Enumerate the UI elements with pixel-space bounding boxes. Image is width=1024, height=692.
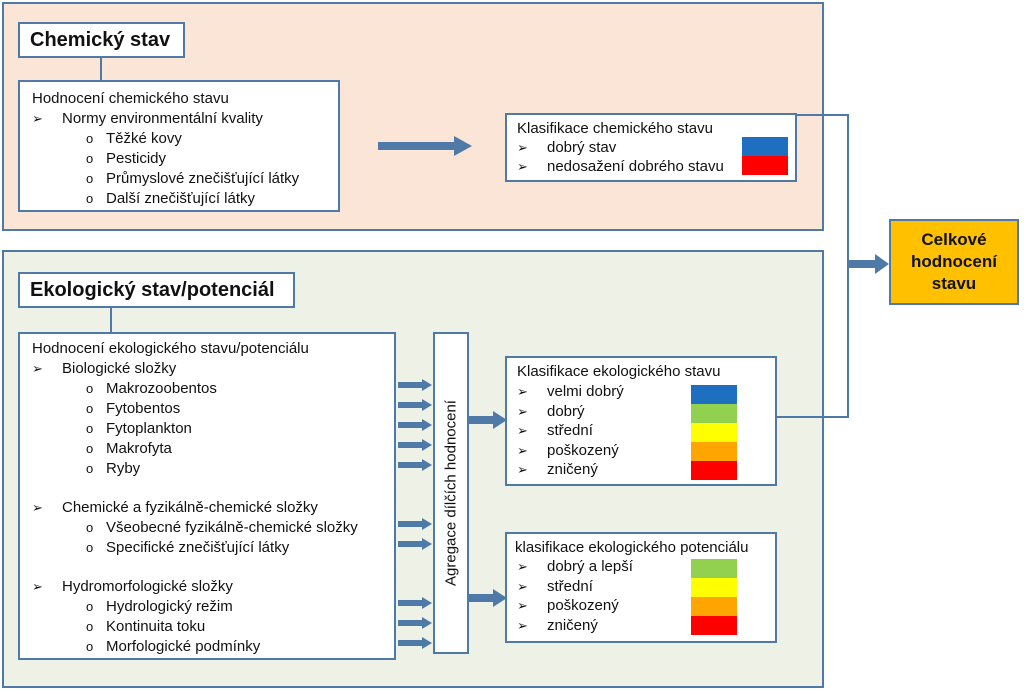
- input-arrow: [398, 399, 432, 411]
- status-item: velmi dobrý: [517, 382, 624, 402]
- potential-heading: klasifikace ekologického potenciálu: [515, 539, 749, 556]
- connector-vertical: [847, 114, 849, 418]
- color-swatch: [691, 442, 737, 461]
- chemical-item: Průmyslové znečišťující látky: [86, 169, 299, 189]
- chemical-class-item: dobrý stav: [517, 138, 616, 158]
- input-arrow: [398, 538, 432, 550]
- chemical-classification-heading: Klasifikace chemického stavu: [517, 120, 713, 137]
- status-item: poškozený: [517, 441, 619, 461]
- chemical-assessment-heading: Hodnocení chemického stavu: [32, 90, 229, 107]
- hydromorph-item: Morfologické podmínky: [86, 637, 260, 657]
- group-bullet-chemical: Chemické a fyzikálně-chemické složky: [32, 498, 318, 518]
- input-arrow: [398, 379, 432, 391]
- chemical-title: Chemický stav: [18, 22, 185, 58]
- chemical-item: Těžké kovy: [86, 129, 182, 149]
- color-swatch: [691, 423, 737, 442]
- input-arrow: [398, 419, 432, 431]
- color-swatch: [742, 156, 788, 175]
- connector-chemical: [797, 114, 849, 116]
- color-swatch: [691, 385, 737, 404]
- group-bullet-hydromorph: Hydromorfologické složky: [32, 577, 233, 597]
- chemical-item: Další znečišťující látky: [86, 189, 255, 209]
- connector-ecological: [777, 416, 849, 418]
- hydromorph-item: Hydrologický režim: [86, 597, 233, 617]
- color-swatch: [691, 461, 737, 480]
- potential-item: dobrý a lepší: [517, 557, 633, 577]
- ecological-assessment-box: Hodnocení ekologického stavu/potenciálu …: [18, 332, 396, 660]
- input-arrow: [398, 459, 432, 471]
- ecological-assessment-heading: Hodnocení ekologického stavu/potenciálu: [32, 340, 309, 357]
- status-item: zničený: [517, 460, 598, 480]
- chemical-item: Pesticidy: [86, 149, 166, 169]
- biological-item: Fytobentos: [86, 399, 180, 419]
- physchem-item: Všeobecné fyzikálně-chemické složky: [86, 518, 358, 538]
- status-item: dobrý: [517, 402, 585, 422]
- color-swatch: [691, 616, 737, 635]
- aggregation-box: Agregace dílčích hodnocení: [433, 332, 469, 654]
- input-arrow: [398, 439, 432, 451]
- status-item: střední: [517, 421, 593, 441]
- biological-item: Fytoplankton: [86, 419, 192, 439]
- potential-item: zničený: [517, 616, 598, 636]
- ecological-title: Ekologický stav/potenciál: [18, 272, 295, 308]
- overall-assessment-box: Celkové hodnocení stavu: [889, 219, 1019, 305]
- input-arrow: [398, 617, 432, 629]
- color-swatch: [691, 404, 737, 423]
- input-arrow: [398, 637, 432, 649]
- overall-label: Celkové hodnocení stavu: [911, 230, 997, 293]
- arrow-to-status: [469, 411, 507, 429]
- biological-item: Makrozoobentos: [86, 379, 217, 399]
- arrow-to-potential: [469, 589, 507, 607]
- chemical-norms-bullet: Normy environmentální kvality: [32, 109, 263, 129]
- potential-item: poškozený: [517, 596, 619, 616]
- color-swatch: [691, 597, 737, 616]
- chemical-assessment-box: Hodnocení chemického stavu Normy environ…: [18, 80, 340, 212]
- ecological-potential-box: klasifikace ekologického potenciálu dobr…: [505, 532, 777, 643]
- arrow-to-overall: [849, 254, 889, 274]
- input-arrow: [398, 518, 432, 530]
- status-heading: Klasifikace ekologického stavu: [517, 363, 721, 380]
- ecological-status-box: Klasifikace ekologického stavu velmi dob…: [505, 356, 777, 486]
- hydromorph-item: Kontinuita toku: [86, 617, 205, 637]
- aggregation-label: Agregace dílčích hodnocení: [442, 400, 460, 586]
- biological-item: Ryby: [86, 459, 140, 479]
- ecological-title-connector: [110, 308, 112, 332]
- input-arrow: [398, 597, 432, 609]
- physchem-item: Specifické znečišťující látky: [86, 538, 289, 558]
- potential-item: střední: [517, 577, 593, 597]
- chemical-arrow: [378, 136, 472, 156]
- color-swatch: [742, 137, 788, 156]
- group-bullet-biological: Biologické složky: [32, 359, 176, 379]
- chemical-title-connector: [100, 58, 102, 80]
- color-swatch: [691, 578, 737, 597]
- biological-item: Makrofyta: [86, 439, 172, 459]
- chemical-class-item: nedosažení dobrého stavu: [517, 157, 724, 177]
- color-swatch: [691, 559, 737, 578]
- chemical-classification-box: Klasifikace chemického stavu dobrý stav …: [505, 113, 797, 182]
